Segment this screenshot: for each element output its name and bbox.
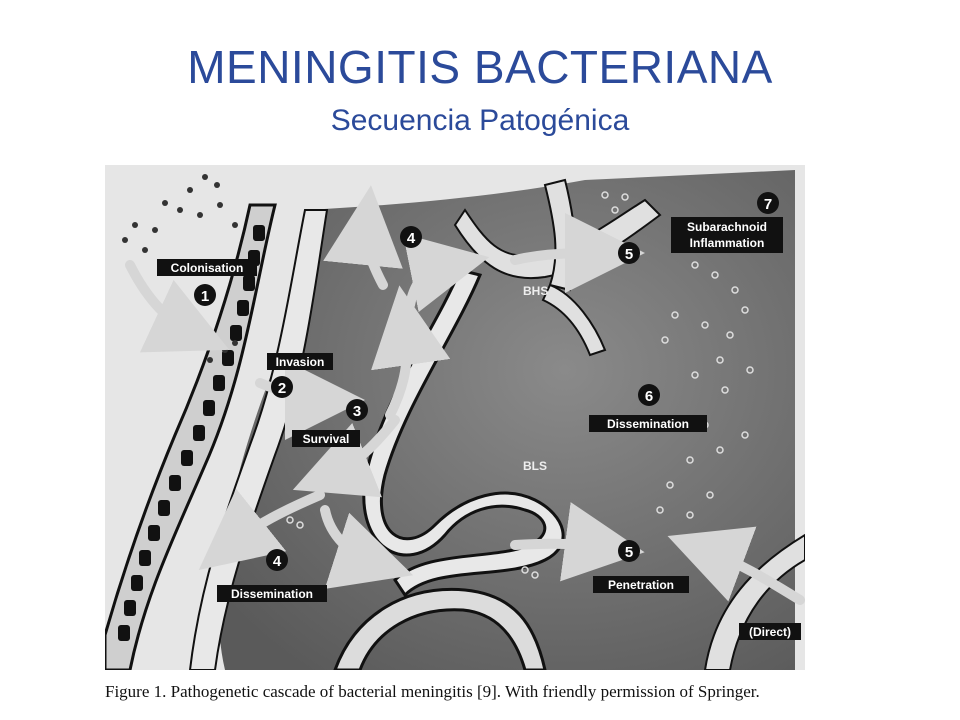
step-3: 3: [353, 403, 361, 420]
arrow-invasion: [255, 359, 365, 440]
bls-vessel: [333, 587, 547, 670]
stage-labels: Colonisation Invasion Survival Dissemina…: [157, 217, 801, 640]
label-dissemination-right: Dissemination: [607, 417, 689, 431]
step-1: 1: [201, 288, 209, 305]
arrow-colonisation: [125, 260, 230, 353]
arrow-dissemination-left: [198, 488, 325, 570]
step-5-top: 5: [625, 246, 633, 263]
step-2: 2: [278, 380, 286, 397]
arrow-up-left: [323, 185, 403, 290]
arrow-penetration-top: [510, 213, 645, 294]
figure-caption: Figure 1. Pathogenetic cascade of bacter…: [105, 682, 760, 701]
arrow-to-bhs: [402, 233, 490, 313]
bhs-vessel-lower: [541, 283, 607, 357]
epithelial-cells: [118, 225, 265, 641]
arrow-dissemination-down: [320, 505, 414, 589]
arrow-survival-up: [371, 285, 451, 420]
cascade-arrows: [125, 185, 805, 605]
label-bls: BLS: [523, 459, 547, 473]
step-4-bottom: 4: [273, 553, 282, 570]
arrow-survival-down: [292, 415, 400, 498]
bacteria-outside: [122, 174, 238, 363]
label-inflammation: Inflammation: [690, 236, 765, 250]
label-survival: Survival: [303, 432, 350, 446]
label-direct: (Direct): [749, 625, 791, 639]
label-penetration: Penetration: [608, 578, 674, 592]
slide-subtitle: Secuencia Patogénica: [330, 104, 630, 137]
step-6: 6: [645, 388, 653, 405]
label-bhs: BHS: [523, 284, 548, 298]
step-markers: 1 2 3 4 4 5 5 6 7: [194, 192, 779, 571]
step-4-top: 4: [407, 230, 416, 247]
arrow-direct: [667, 526, 805, 605]
slide-title: MENINGITIS BACTERIANA: [187, 41, 773, 93]
arrow-penetration-bottom: [510, 502, 645, 582]
label-dissemination-left: Dissemination: [231, 587, 313, 601]
label-subarachnoid: Subarachnoid: [687, 220, 767, 234]
step-7: 7: [764, 196, 772, 213]
pathogenesis-diagram: 1 2 3 4 4 5 5 6 7 Colonisation Invasion …: [105, 165, 805, 670]
label-colonisation: Colonisation: [171, 261, 244, 275]
label-invasion: Invasion: [276, 355, 325, 369]
step-5-bottom: 5: [625, 544, 633, 561]
